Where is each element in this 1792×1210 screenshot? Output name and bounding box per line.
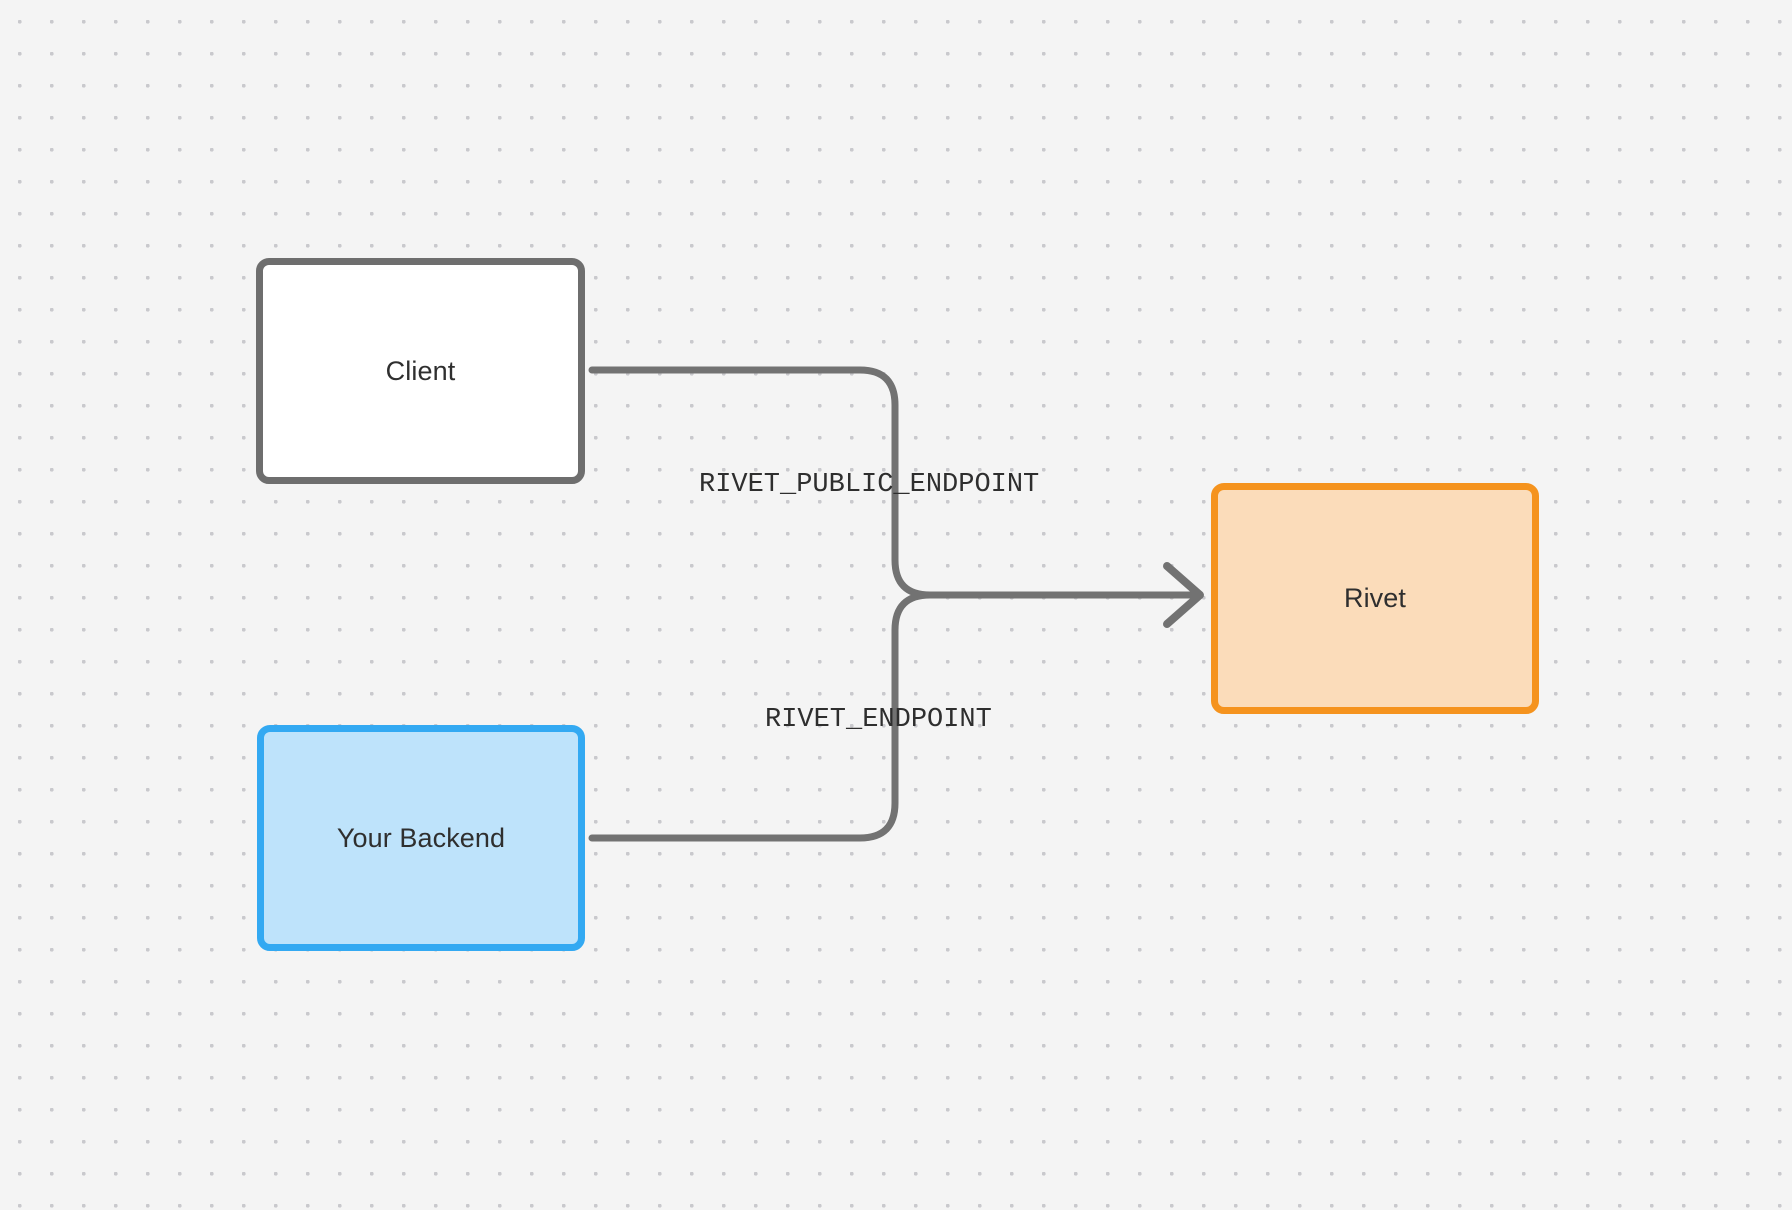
node-rivet-label: Rivet — [1343, 583, 1406, 614]
node-your-backend[interactable]: Your Backend — [257, 725, 585, 951]
arrowhead-icon — [1163, 562, 1204, 628]
node-client[interactable]: Client — [256, 258, 585, 484]
node-rivet[interactable]: Rivet — [1211, 483, 1539, 714]
node-client-label: Client — [385, 355, 456, 386]
node-your-backend-label: Your Backend — [336, 822, 506, 853]
edge-label-rivet-public-endpoint: RIVET_PUBLIC_ENDPOINT — [699, 470, 1040, 500]
edge-label-rivet-endpoint: RIVET_ENDPOINT — [765, 705, 992, 735]
